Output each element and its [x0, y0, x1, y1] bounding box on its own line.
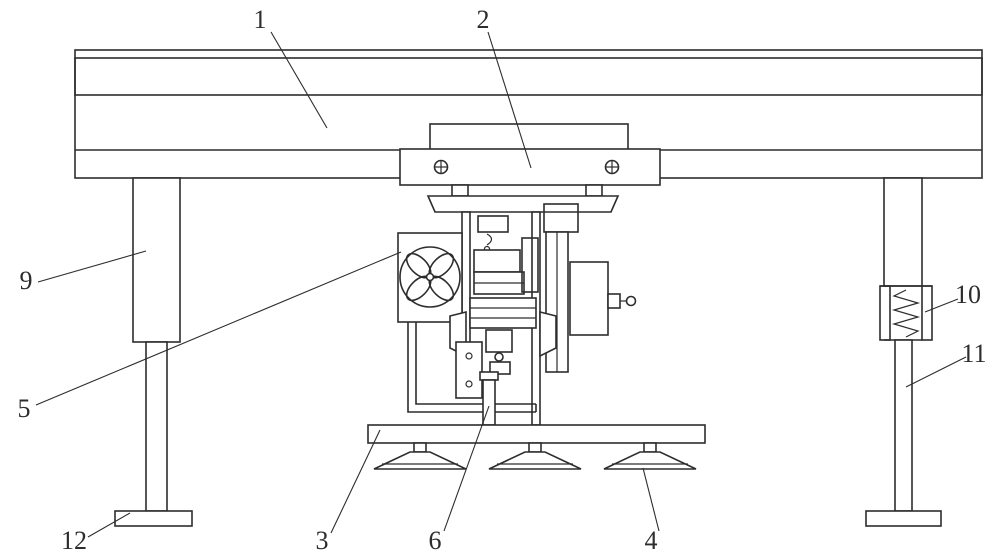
- cooling-fan: [397, 232, 463, 323]
- carriage: [399, 123, 661, 213]
- bolt-symbol-left: [433, 159, 449, 175]
- leader-line-5: [35, 251, 402, 406]
- suction-cup-middle: [488, 442, 582, 470]
- leader-line-4: [642, 467, 660, 532]
- right-wing-bracket: [539, 310, 557, 358]
- part-label-12: 12: [61, 526, 87, 555]
- part-label-2: 2: [477, 5, 490, 34]
- part-label-10: 10: [955, 280, 981, 309]
- part-label-9: 9: [20, 266, 33, 295]
- drive-components: [449, 215, 557, 399]
- side-gearbox: [569, 261, 609, 336]
- right-leg-lower-column: [894, 339, 913, 512]
- leader-line-2: [487, 31, 532, 169]
- spindle-tip: [494, 352, 504, 362]
- spring-damper: [879, 285, 933, 341]
- spring-housing-left-wall: [879, 285, 891, 341]
- leader-line-9: [37, 250, 147, 283]
- gear-housing: [469, 297, 537, 329]
- part-label-1: 1: [254, 5, 267, 34]
- rail-rack-teeth: [74, 57, 983, 96]
- wire-hook: [486, 233, 493, 246]
- leader-line-10: [924, 298, 959, 313]
- part-label-4: 4: [645, 526, 658, 555]
- left-leg-upper-column: [132, 177, 181, 343]
- left-leg: [114, 177, 193, 527]
- part-labels: 1 2 9 5 12 3 6 4 10 11: [18, 5, 987, 555]
- left-leg-lower-column: [145, 341, 168, 512]
- right-leg-upper-column: [883, 177, 923, 287]
- leader-lines: [35, 31, 967, 538]
- base-plate-assembly: [367, 424, 706, 470]
- leader-line-6: [443, 405, 490, 532]
- hatched-slide-strip: [521, 237, 539, 293]
- spring-housing-right-wall: [921, 285, 933, 341]
- part-label-6: 6: [429, 526, 442, 555]
- leader-line-3: [330, 429, 381, 534]
- leader-line-1: [270, 31, 328, 129]
- mechanism-assembly: [397, 203, 637, 426]
- bolt-symbol-right: [604, 159, 620, 175]
- suction-cup-right: [603, 442, 697, 470]
- part-label-11: 11: [961, 339, 986, 368]
- left-foot-plate: [114, 510, 193, 527]
- spring-coil: [891, 289, 921, 338]
- carriage-top-plate: [429, 123, 629, 151]
- leader-line-12: [87, 512, 131, 538]
- fan-hub: [425, 272, 435, 282]
- fan-ring: [399, 246, 461, 308]
- part-label-5: 5: [18, 394, 31, 423]
- part-label-3: 3: [316, 526, 329, 555]
- right-leg: [865, 177, 942, 527]
- carriage-hanger-plate: [426, 195, 620, 213]
- mount-bracket: [455, 341, 483, 399]
- right-foot-plate: [865, 510, 942, 527]
- motor-block: [473, 249, 521, 273]
- base-plate: [367, 424, 706, 444]
- adjust-knob: [625, 295, 637, 307]
- suction-cup-left: [373, 442, 467, 470]
- leader-line-11: [905, 356, 967, 388]
